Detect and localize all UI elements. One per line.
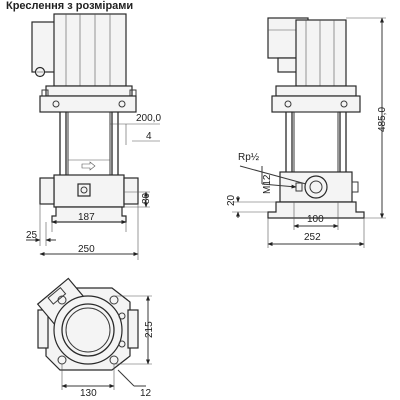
- motor-housing: [53, 13, 127, 87]
- rp-thread-label: Rp½: [238, 152, 260, 163]
- dim-485-label: 485,0: [377, 107, 388, 132]
- dim-252-label: 252: [304, 232, 321, 243]
- dim-100-label: 100: [307, 214, 324, 225]
- side-pump-sleeve: [293, 111, 339, 177]
- dim-187-label: 187: [78, 212, 95, 223]
- side-view-dimensions: [232, 17, 386, 248]
- pump-sleeve: [67, 111, 111, 181]
- front-view: [31, 13, 139, 223]
- m12-thread-label: M12: [262, 174, 273, 194]
- flow-arrow-icon: [81, 161, 96, 171]
- bolt-icon: [57, 295, 67, 305]
- dim-250-label: 250: [78, 244, 95, 255]
- side-port-circle: [304, 175, 328, 199]
- top-motor-ring: [53, 295, 123, 365]
- top-view: [36, 277, 139, 371]
- drain-plug-icon: [77, 183, 91, 197]
- outlet-flange: [123, 177, 139, 205]
- page-title: Креслення з розмірами: [6, 0, 134, 12]
- top-plate: [39, 95, 137, 113]
- inlet-flange: [39, 177, 55, 205]
- dim-80-label: 80: [141, 192, 152, 204]
- dim-12-label: 12: [140, 388, 152, 399]
- dim-4-label: 4: [146, 131, 152, 142]
- dim-200-label: 200,0: [136, 113, 161, 124]
- dim-215-label: 215: [144, 321, 155, 338]
- dim-25-label: 25: [26, 230, 38, 241]
- motor-flange: [45, 85, 133, 97]
- side-view: [267, 17, 365, 219]
- dim-20-label: 20: [226, 194, 237, 206]
- side-motor-housing: [295, 19, 347, 87]
- top-view-dimensions: [61, 295, 152, 390]
- dim-130-label: 130: [80, 388, 97, 399]
- front-view-dimensions: [26, 123, 160, 260]
